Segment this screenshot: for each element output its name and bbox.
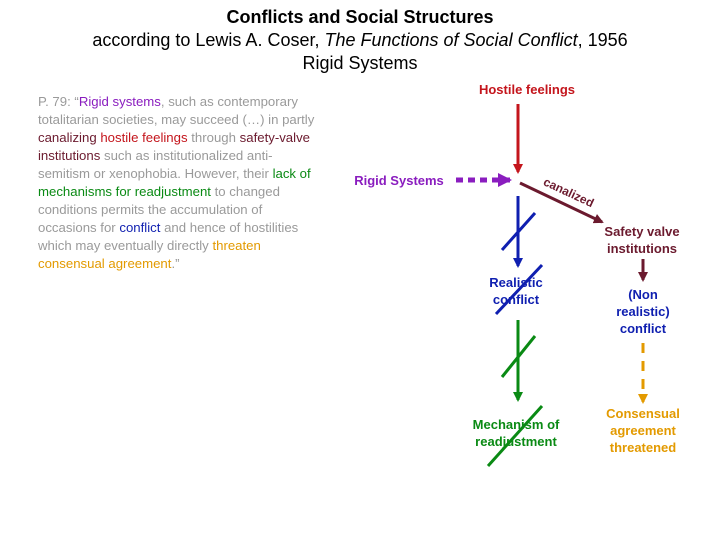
title-line-2-year: , 1956 <box>577 30 628 50</box>
safety-valve-line-1: Safety valve <box>604 224 680 239</box>
consensual-agreement-label: Consensual agreement threatened <box>588 405 698 456</box>
safety-valve-line-2: institutions <box>606 241 678 256</box>
canalized-arrow <box>519 181 604 224</box>
mechanism-of-readjustment-label: Mechanism of readjustment <box>456 416 576 450</box>
realistic-line-2: conflict <box>492 292 540 307</box>
mechanism-strike <box>486 404 544 468</box>
realistic-conflict-label: Realistic conflict <box>468 274 564 308</box>
consensual-line-1: Consensual <box>606 406 680 421</box>
realistic-conflict-strike <box>494 263 544 316</box>
quote-text: P. 79: “Rigid systems, such as contempor… <box>38 93 322 273</box>
safety-valve-label: Safety valve institutions <box>582 223 702 257</box>
title-line-2: according to Lewis A. Coser, The Functio… <box>0 29 720 52</box>
mechanism-arrow-strike <box>500 335 537 378</box>
non-realistic-line-1: (Non <box>628 287 658 302</box>
slide-title: Conflicts and Social Structures accordin… <box>0 6 720 75</box>
mechanism-line-1: Mechanism of <box>472 417 560 432</box>
realistic-line-1: Realistic <box>489 275 543 290</box>
non-realistic-line-2: realistic) <box>616 304 670 319</box>
non-realistic-conflict-label: (Non realistic) conflict <box>594 286 692 337</box>
quote-highlight-hostile-feelings: hostile feelings <box>100 130 188 145</box>
title-line-3: Rigid Systems <box>302 53 418 73</box>
consensual-line-3: threatened <box>609 440 677 455</box>
quote-part: .” <box>171 256 180 271</box>
non-realistic-line-3: conflict <box>619 321 667 336</box>
realistic-arrow-strike <box>500 212 537 251</box>
quote-part: such as institutionalized anti-semitism … <box>38 148 273 181</box>
quote-highlight-readjustment: lack of mechanisms for readjustment <box>38 166 311 199</box>
rigid-systems-label: Rigid Systems <box>354 173 444 188</box>
hostile-feelings-label: Hostile feelings <box>478 82 576 97</box>
quote-highlight-safety-valve: safety-valve institutions <box>38 130 311 163</box>
title-line-2-prefix: according to Lewis A. Coser, <box>92 30 325 50</box>
quote-part: to changed conditions permits the accumu… <box>38 184 280 235</box>
mechanism-line-2: readjustment <box>475 434 557 449</box>
quote-part: through <box>187 130 240 145</box>
consensual-line-2: agreement <box>610 423 676 438</box>
quote-highlight-canalizing: canalizing <box>38 130 97 145</box>
quote-highlight-conflict: conflict <box>119 220 161 235</box>
quote-highlight-consensual: threaten consensual agreement <box>38 238 261 271</box>
quote-part: , such as contemporary totalitarian soci… <box>38 94 315 127</box>
quote-highlight-rigid-systems: Rigid systems <box>78 94 161 109</box>
quote-part: P. 79: “ <box>38 94 79 109</box>
title-line-1: Conflicts and Social Structures <box>226 7 494 27</box>
book-title: The Functions of Social Conflict <box>324 30 578 50</box>
quote-part: and hence of hostilities which may event… <box>38 220 299 253</box>
